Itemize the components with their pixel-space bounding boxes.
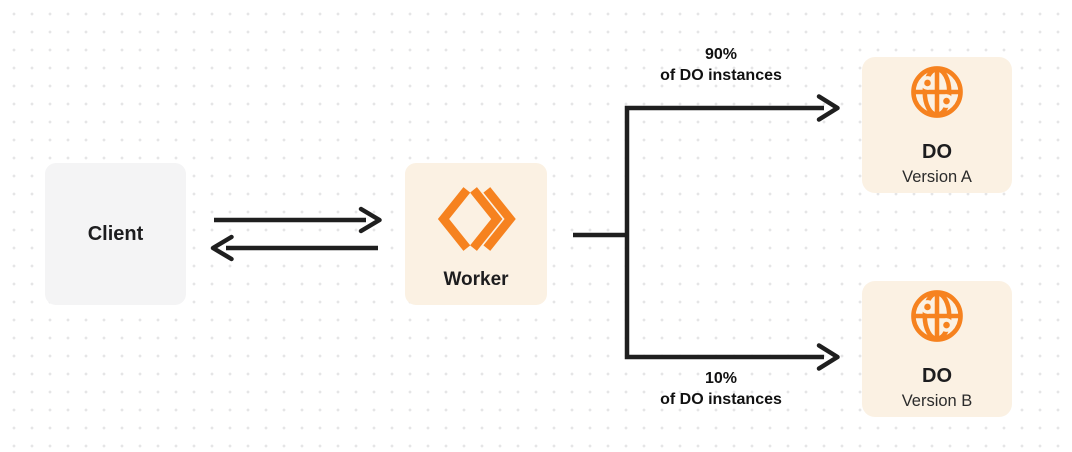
do-a-title: DO: [922, 141, 952, 163]
worker-node: Worker: [405, 163, 547, 305]
split-caption-10: of DO instances: [660, 391, 782, 408]
split-label-10: 10% of DO instances: [611, 368, 831, 410]
worker-label: Worker: [443, 269, 509, 290]
globe-durable-object-icon: [908, 287, 966, 345]
globe-durable-object-icon: [908, 63, 966, 121]
client-to-worker-arrow: [214, 206, 382, 234]
client-label: Client: [87, 222, 144, 245]
do-b-title: DO: [922, 365, 952, 387]
do-a-subtitle: Version A: [902, 168, 972, 186]
client-node: Client: [45, 163, 186, 305]
do-version-a-node: DO Version A: [862, 57, 1012, 193]
arrow-to-do-version-b: [816, 343, 840, 371]
worker-to-client-arrow: [210, 234, 378, 262]
split-percent-90: 90%: [704, 46, 738, 63]
worker-branch-connector: [573, 105, 824, 360]
do-version-b-node: DO Version B: [862, 281, 1012, 417]
do-b-subtitle: Version B: [901, 392, 973, 410]
workers-chevrons-icon: [433, 183, 519, 255]
split-caption-90: of DO instances: [660, 67, 782, 84]
arrow-to-do-version-a: [816, 94, 840, 122]
split-percent-10: 10%: [704, 370, 738, 387]
split-label-90: 90% of DO instances: [611, 44, 831, 86]
